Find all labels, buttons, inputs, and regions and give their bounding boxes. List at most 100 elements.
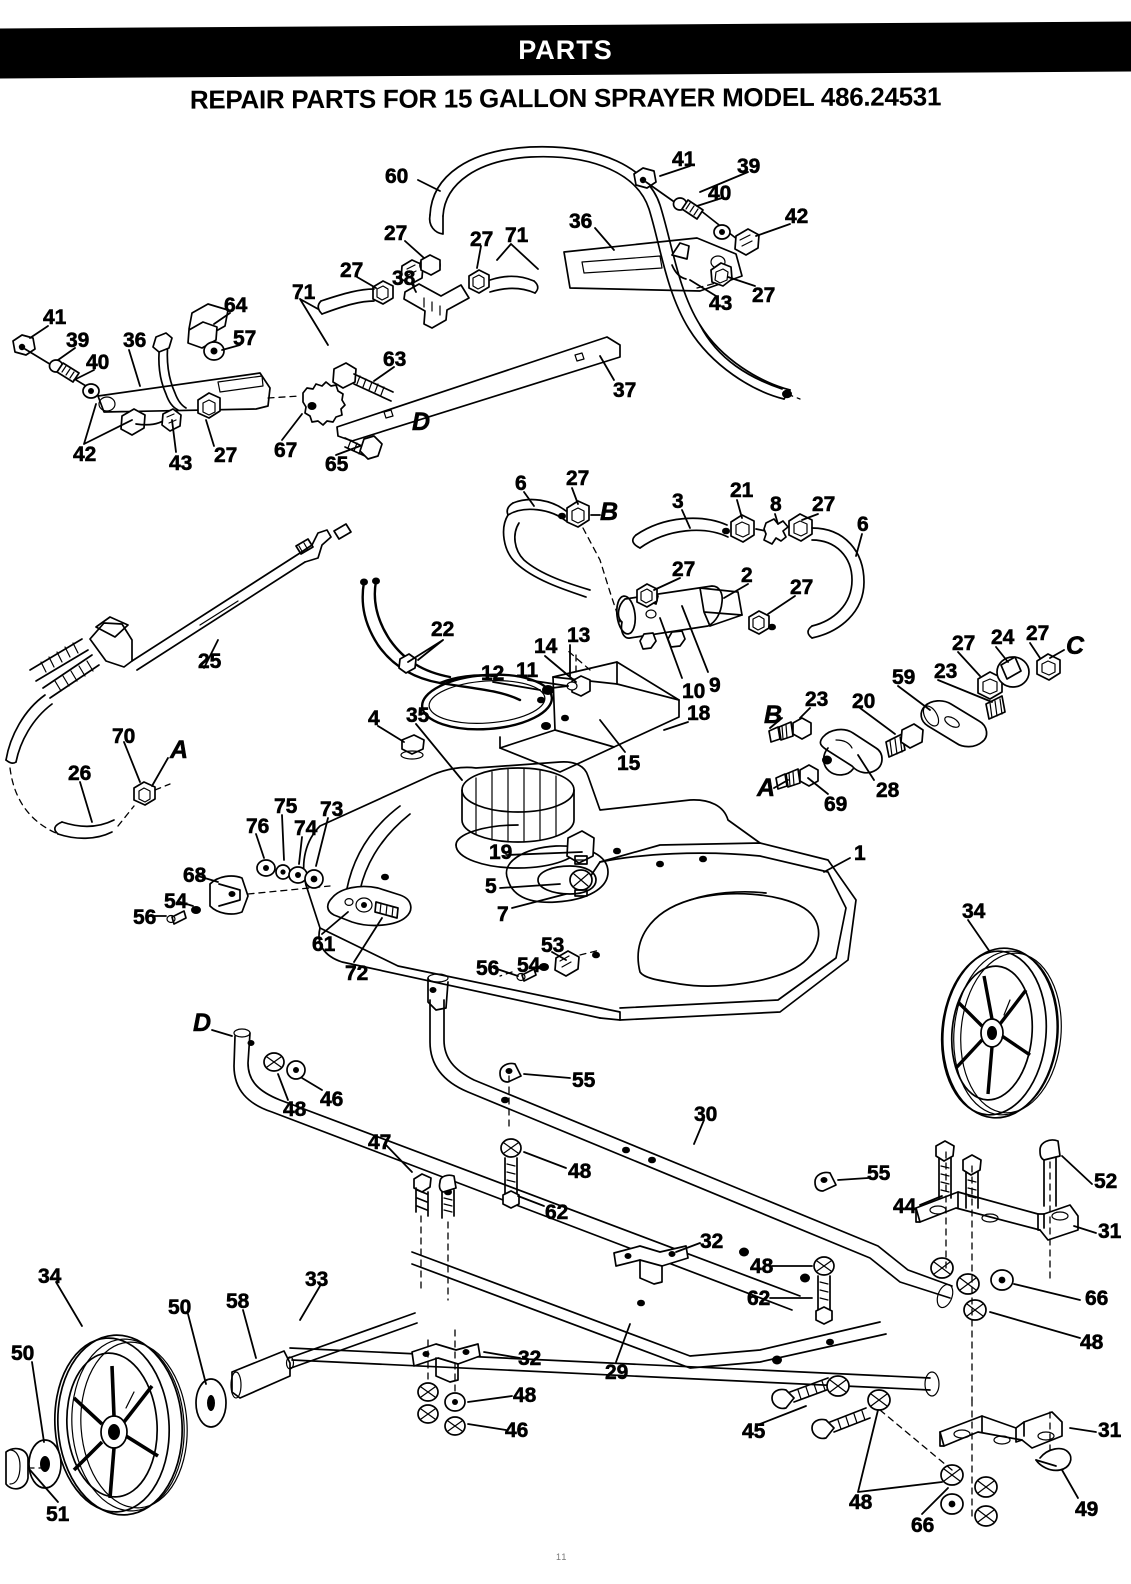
callout-26: 26 bbox=[68, 762, 92, 785]
callout-56-b: 56 bbox=[476, 957, 500, 980]
spray-wand-25 bbox=[6, 524, 351, 838]
callout-5: 5 bbox=[485, 875, 497, 898]
callout-35: 35 bbox=[406, 704, 430, 727]
ref-letter-A-left: A bbox=[170, 736, 189, 764]
callout-27-h: 27 bbox=[672, 558, 696, 581]
clip-32-lower bbox=[412, 1344, 480, 1382]
ref-letter-D-lower: D bbox=[193, 1009, 212, 1037]
callout-1: 1 bbox=[854, 842, 866, 865]
callout-23-a: 23 bbox=[934, 660, 958, 683]
callout-41-b: 41 bbox=[43, 306, 67, 329]
hose-6-left bbox=[504, 500, 620, 622]
callout-24: 24 bbox=[991, 626, 1015, 649]
tank-1 bbox=[167, 735, 856, 1020]
callout-6-b: 6 bbox=[857, 513, 869, 536]
callout-15: 15 bbox=[617, 752, 641, 775]
callout-76: 76 bbox=[246, 815, 270, 838]
callout-73: 73 bbox=[320, 798, 344, 821]
wheel-34-right bbox=[935, 943, 1068, 1122]
callout-44: 44 bbox=[893, 1195, 917, 1218]
callout-18: 18 bbox=[687, 702, 711, 725]
callout-53: 53 bbox=[541, 934, 565, 957]
callout-57: 57 bbox=[233, 327, 257, 350]
callout-54-b: 54 bbox=[517, 954, 541, 977]
callout-66-a: 66 bbox=[1085, 1287, 1109, 1310]
callout-46-b: 46 bbox=[505, 1419, 529, 1442]
callout-48-a: 48 bbox=[283, 1098, 307, 1121]
callout-6-a: 6 bbox=[515, 472, 527, 495]
callout-71-b: 71 bbox=[292, 281, 316, 304]
callout-37: 37 bbox=[613, 379, 637, 402]
callout-10: 10 bbox=[682, 680, 706, 703]
hose-3-and-valve bbox=[633, 514, 864, 638]
hose-to-C bbox=[700, 325, 782, 389]
callout-50-b: 50 bbox=[11, 1342, 35, 1365]
callout-36: 36 bbox=[569, 210, 593, 233]
callout-67: 67 bbox=[274, 439, 298, 462]
callout-32-lower: 32 bbox=[518, 1347, 542, 1370]
callout-63: 63 bbox=[383, 348, 407, 371]
callout-43-b: 43 bbox=[169, 452, 193, 475]
callout-9: 9 bbox=[709, 674, 721, 697]
callout-54-a: 54 bbox=[164, 890, 188, 913]
callout-50-a: 50 bbox=[168, 1296, 192, 1319]
callout-27-k: 27 bbox=[1026, 622, 1050, 645]
callout-62-b: 62 bbox=[747, 1287, 771, 1310]
callout-19: 19 bbox=[489, 841, 513, 864]
callout-7: 7 bbox=[497, 903, 509, 926]
callout-61: 61 bbox=[312, 933, 336, 956]
ref-letter-C-right: C bbox=[1066, 632, 1085, 660]
callout-27-g: 27 bbox=[812, 493, 836, 516]
callout-65: 65 bbox=[325, 453, 349, 476]
callout-36-b: 36 bbox=[123, 329, 147, 352]
callout-55-a: 55 bbox=[572, 1069, 596, 1092]
callout-31-lower: 31 bbox=[1098, 1419, 1122, 1442]
callout-55-b: 55 bbox=[867, 1162, 891, 1185]
callout-48-e: 48 bbox=[513, 1384, 537, 1407]
callout-33: 33 bbox=[305, 1268, 329, 1291]
callout-27-j: 27 bbox=[952, 632, 976, 655]
pump-assembly bbox=[500, 584, 769, 772]
callout-64: 64 bbox=[224, 294, 248, 317]
callout-14: 14 bbox=[534, 635, 558, 658]
ref-letter-B-upper: B bbox=[600, 498, 619, 526]
wiring-harness-22 bbox=[360, 577, 554, 734]
callout-4: 4 bbox=[368, 707, 380, 730]
page-number: 11 bbox=[556, 1552, 568, 1562]
callout-27-d: 27 bbox=[752, 284, 776, 307]
callout-31-upper: 31 bbox=[1098, 1220, 1122, 1243]
callout-3: 3 bbox=[672, 490, 684, 513]
callout-39: 39 bbox=[737, 155, 761, 178]
callout-40: 40 bbox=[708, 182, 732, 205]
callout-40-b: 40 bbox=[86, 351, 110, 374]
tee-fitting-38 bbox=[318, 255, 538, 328]
callout-48-c: 48 bbox=[750, 1255, 774, 1278]
callout-27-b: 27 bbox=[470, 228, 494, 251]
callout-62-a: 62 bbox=[545, 1201, 569, 1224]
callout-43-a: 43 bbox=[709, 292, 733, 315]
callout-39-b: 39 bbox=[66, 329, 90, 352]
callout-52: 52 bbox=[1094, 1170, 1118, 1193]
callout-41: 41 bbox=[672, 148, 696, 171]
callout-20: 20 bbox=[852, 690, 876, 713]
hose-60 bbox=[430, 147, 800, 399]
callout-48-b: 48 bbox=[568, 1160, 592, 1183]
callout-71-a: 71 bbox=[505, 224, 529, 247]
callout-51: 51 bbox=[46, 1503, 70, 1526]
callout-38: 38 bbox=[392, 267, 416, 290]
bar-37 bbox=[303, 337, 620, 459]
callout-25: 25 bbox=[198, 650, 222, 673]
callout-47: 47 bbox=[368, 1131, 392, 1154]
callout-42-b: 42 bbox=[73, 443, 97, 466]
callout-32-upper: 32 bbox=[700, 1230, 724, 1253]
callout-68: 68 bbox=[183, 864, 207, 887]
callout-22: 22 bbox=[431, 618, 455, 641]
callout-27-a: 27 bbox=[384, 222, 408, 245]
callout-27-c: 27 bbox=[340, 259, 364, 282]
callout-56-a: 56 bbox=[133, 906, 157, 929]
callout-49: 49 bbox=[1075, 1498, 1099, 1521]
bracket-31-lower bbox=[772, 1376, 1071, 1526]
callout-45: 45 bbox=[742, 1420, 766, 1443]
callout-34-left: 34 bbox=[38, 1265, 62, 1288]
